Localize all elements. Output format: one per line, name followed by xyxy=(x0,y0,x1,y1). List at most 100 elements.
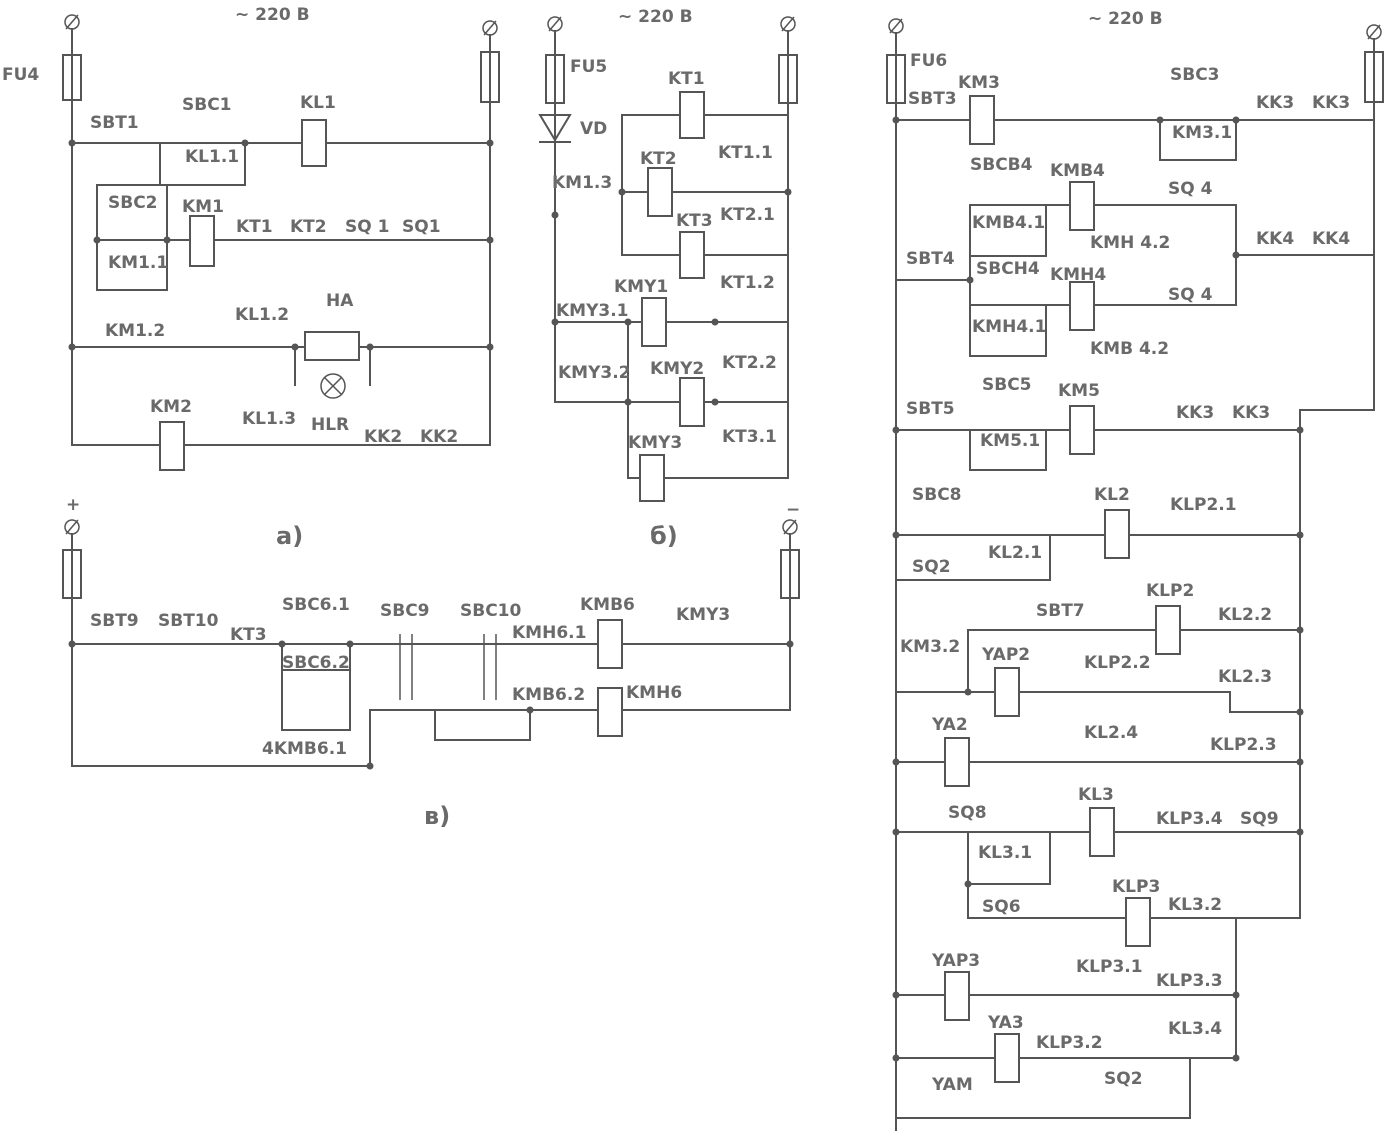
label-KT2: KT2 xyxy=(640,149,677,169)
label-SBT4: SBT4 xyxy=(906,249,955,269)
label-KT2: KT2 xyxy=(290,217,327,237)
label-KMH6: KMH6 xyxy=(626,683,682,703)
label-VD: VD xyxy=(580,119,607,139)
label-SBC1: SBC1 xyxy=(182,95,232,115)
label-KL2.2: KL2.2 xyxy=(1218,605,1272,625)
label-SBT9: SBT9 xyxy=(90,611,139,631)
label-SQ1-b: SQ1 xyxy=(402,217,441,237)
label-KT3: KT3 xyxy=(676,211,713,231)
label-KM1.2: KM1.2 xyxy=(105,321,165,341)
label-KMB4.2: KMB 4.2 xyxy=(1090,339,1169,359)
label-SBC6.1: SBC6.1 xyxy=(282,595,350,615)
label-KK2-b: KK2 xyxy=(420,427,458,447)
label-KM3: KM3 xyxy=(958,73,1000,93)
label-KK3-2b: KK3 xyxy=(1232,403,1270,423)
label-KMB6: KMB6 xyxy=(580,595,635,615)
label-KMY3.2: KMY3.2 xyxy=(558,363,631,383)
polarity-plus: + xyxy=(66,495,80,515)
label-SBT1: SBT1 xyxy=(90,113,139,133)
polarity-minus: − xyxy=(786,500,800,520)
label-KM5: KM5 xyxy=(1058,381,1100,401)
label-KMB4.1: KMB4.1 xyxy=(972,213,1045,233)
label-KT2.2: KT2.2 xyxy=(722,353,777,373)
label-HA: HA xyxy=(326,291,354,311)
label-SQ4-b: SQ 4 xyxy=(1168,285,1213,305)
label-KMY3-c: KMY3 xyxy=(676,605,730,625)
diagram-a: ~ 220 В FU4 xyxy=(2,5,500,550)
diagram-b: ~ 220 В FU5 VD KT1 KT2 KT1.1 xyxy=(538,7,798,550)
label-KM5.1: KM5.1 xyxy=(980,431,1040,451)
label-SQ2-b: SQ2 xyxy=(1104,1069,1143,1089)
label-SBC9: SBC9 xyxy=(380,601,430,621)
label-KL3: KL3 xyxy=(1078,785,1114,805)
voltage-label-b: ~ 220 В xyxy=(618,7,693,27)
label-YAP2: YAP2 xyxy=(981,645,1030,665)
label-SBT3: SBT3 xyxy=(908,89,957,109)
label-SQ8: SQ8 xyxy=(948,803,987,823)
diagram-d: ~ 220 В xyxy=(886,9,1384,1131)
label-KL2.1: KL2.1 xyxy=(988,543,1042,563)
label-KM2: KM2 xyxy=(150,397,192,417)
label-KLP3.1: KLP3.1 xyxy=(1076,957,1143,977)
caption-a: а) xyxy=(276,522,303,550)
label-KM3.1: KM3.1 xyxy=(1172,123,1232,143)
label-KT3.1: KT3.1 xyxy=(722,427,777,447)
label-SBT7: SBT7 xyxy=(1036,601,1085,621)
label-KM1.3: KM1.3 xyxy=(552,173,612,193)
label-HLR: HLR xyxy=(311,415,349,435)
label-KL1.3: KL1.3 xyxy=(242,409,296,429)
label-SBC10: SBC10 xyxy=(460,601,522,621)
label-KM1.1: KM1.1 xyxy=(108,253,168,273)
label-KT3-c: KT3 xyxy=(230,625,267,645)
label-YAM: YAM xyxy=(931,1075,973,1095)
label-KMY1: KMY1 xyxy=(614,277,668,297)
label-KLP3.4: KLP3.4 xyxy=(1156,809,1223,829)
label-KL1: KL1 xyxy=(300,93,336,113)
label-SBCB4: SBCB4 xyxy=(970,155,1033,175)
label-SBC8: SBC8 xyxy=(912,485,962,505)
label-SBC5: SBC5 xyxy=(982,375,1032,395)
label-KL1.2: KL1.2 xyxy=(235,305,289,325)
label-KK4-b: KK4 xyxy=(1312,229,1350,249)
label-SQ2-a: SQ2 xyxy=(912,557,951,577)
label-SBT10: SBT10 xyxy=(158,611,219,631)
label-KLP2.2: KLP2.2 xyxy=(1084,653,1151,673)
label-YA3: YA3 xyxy=(987,1013,1024,1033)
label-FU6: FU6 xyxy=(910,51,947,71)
label-SQ9: SQ9 xyxy=(1240,809,1279,829)
label-KMH4: KMH4 xyxy=(1050,265,1106,285)
label-FU5: FU5 xyxy=(570,57,607,77)
label-KT2.1: KT2.1 xyxy=(720,205,775,225)
label-SBC6.2: SBC6.2 xyxy=(282,653,350,673)
label-KMY3: KMY3 xyxy=(628,433,682,453)
label-SQ1-a: SQ 1 xyxy=(345,217,389,237)
voltage-label-a: ~ 220 В xyxy=(235,5,310,25)
label-KT1.2: KT1.2 xyxy=(720,273,775,293)
label-KK3-1b: KK3 xyxy=(1312,93,1350,113)
label-KK3-2a: KK3 xyxy=(1176,403,1214,423)
label-KLP3: KLP3 xyxy=(1112,877,1160,897)
label-KLP3.2: KLP3.2 xyxy=(1036,1033,1103,1053)
label-KL2.4: KL2.4 xyxy=(1084,723,1138,743)
label-KT1.1: KT1.1 xyxy=(718,143,773,163)
label-KL2: KL2 xyxy=(1094,485,1130,505)
label-KL3.4: KL3.4 xyxy=(1168,1019,1222,1039)
caption-c: в) xyxy=(424,802,450,830)
label-KL2.3: KL2.3 xyxy=(1218,667,1272,687)
label-FU4: FU4 xyxy=(2,65,39,85)
label-KT1: KT1 xyxy=(236,217,273,237)
label-SQ6: SQ6 xyxy=(982,897,1021,917)
label-KK3-1a: KK3 xyxy=(1256,93,1294,113)
caption-b: б) xyxy=(650,522,678,550)
label-KT1: KT1 xyxy=(668,69,705,89)
label-KLP2.3: KLP2.3 xyxy=(1210,735,1277,755)
label-SBCH4: SBCH4 xyxy=(976,259,1040,279)
label-KMB4: KMB4 xyxy=(1050,161,1105,181)
label-KK4-a: KK4 xyxy=(1256,229,1294,249)
label-KM3.2: KM3.2 xyxy=(900,637,960,657)
label-KMH4.2: KMH 4.2 xyxy=(1090,233,1170,253)
label-KL3.1: KL3.1 xyxy=(978,843,1032,863)
label-KMH4.1: KMH4.1 xyxy=(972,317,1046,337)
label-KMH6.1: KMH6.1 xyxy=(512,623,586,643)
